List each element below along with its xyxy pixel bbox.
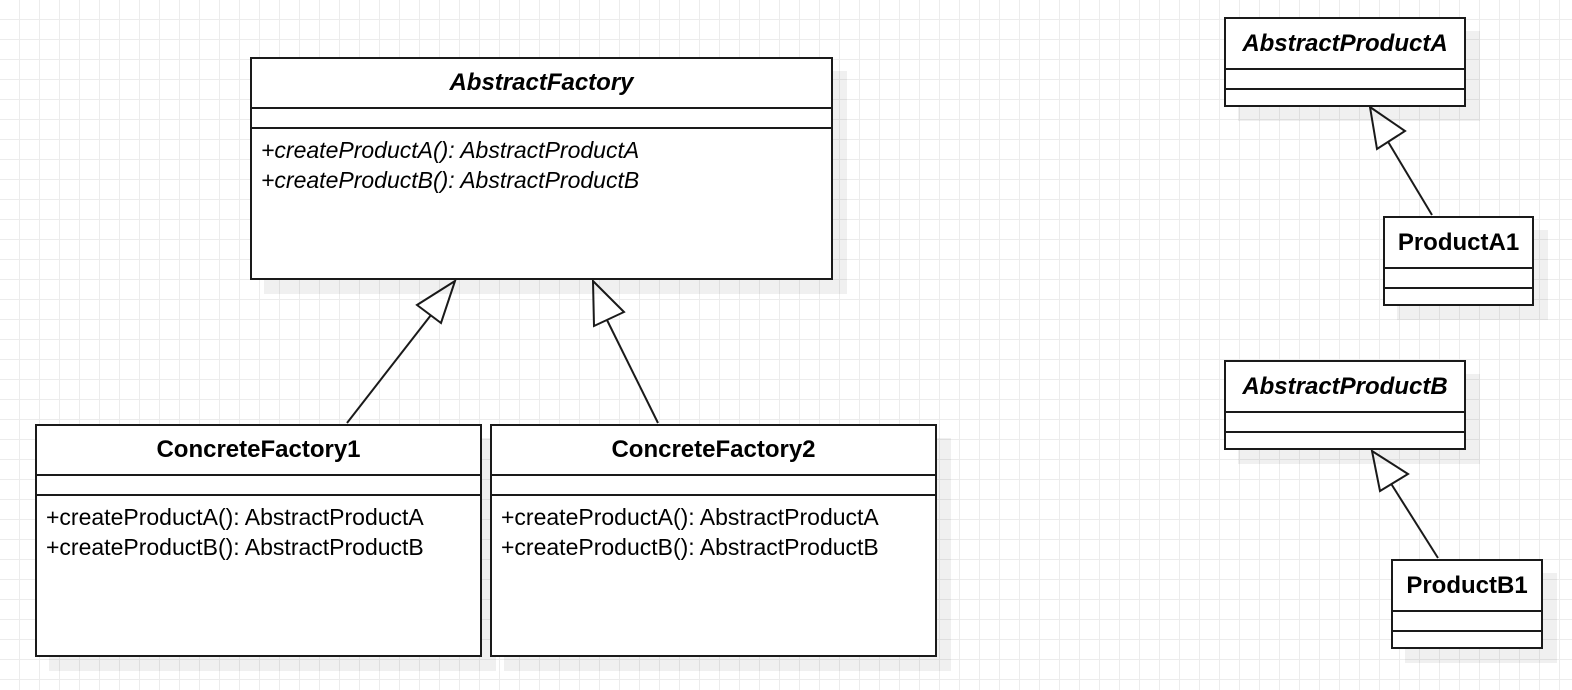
- class-methods: [1385, 289, 1532, 305]
- class-attributes: [1226, 70, 1464, 90]
- class-name: AbstractProductA: [1226, 19, 1464, 70]
- class-abstract-product-b[interactable]: AbstractProductB: [1224, 360, 1466, 450]
- method-create-product-b: +createProductB(): AbstractProductB: [46, 534, 424, 560]
- edge-concretefactory2-to-abstractfactory[interactable]: [591, 278, 659, 424]
- class-methods: [1393, 632, 1541, 648]
- edge-productb1-to-abstractproductb[interactable]: [1370, 448, 1439, 559]
- edge-producta1-to-abstractproducta[interactable]: [1368, 104, 1433, 216]
- class-attributes: [1393, 612, 1541, 632]
- class-attributes: [252, 109, 831, 129]
- class-attributes: [1226, 413, 1464, 433]
- class-product-b1[interactable]: ProductB1: [1391, 559, 1543, 649]
- class-abstract-product-a[interactable]: AbstractProductA: [1224, 17, 1466, 107]
- class-name: AbstractFactory: [252, 59, 831, 109]
- class-methods: [1226, 433, 1464, 449]
- method-create-product-a: +createProductA(): AbstractProductA: [46, 504, 424, 530]
- method-create-product-a: +createProductA(): AbstractProductA: [261, 137, 640, 163]
- class-methods: +createProductA(): AbstractProductA +cre…: [37, 496, 480, 562]
- class-concrete-factory-2[interactable]: ConcreteFactory2 +createProductA(): Abst…: [490, 424, 937, 657]
- generalization-arrowhead: [1368, 104, 1407, 151]
- generalization-arrowhead: [1370, 448, 1410, 493]
- class-attributes: [1385, 269, 1532, 289]
- class-name: ProductA1: [1385, 218, 1532, 269]
- edge-concretefactory1-to-abstractfactory[interactable]: [346, 278, 457, 424]
- class-product-a1[interactable]: ProductA1: [1383, 216, 1534, 306]
- class-name: ConcreteFactory1: [37, 426, 480, 476]
- class-name: ConcreteFactory2: [492, 426, 935, 476]
- class-concrete-factory-1[interactable]: ConcreteFactory1 +createProductA(): Abst…: [35, 424, 482, 657]
- class-methods: +createProductA(): AbstractProductA +cre…: [492, 496, 935, 562]
- class-methods: +createProductA(): AbstractProductA +cre…: [252, 129, 831, 195]
- class-methods: [1226, 90, 1464, 106]
- method-create-product-a: +createProductA(): AbstractProductA: [501, 504, 879, 530]
- class-abstract-factory[interactable]: AbstractFactory +createProductA(): Abstr…: [250, 57, 833, 280]
- class-attributes: [37, 476, 480, 496]
- class-name: ProductB1: [1393, 561, 1541, 612]
- generalization-arrowhead: [591, 278, 626, 328]
- generalization-arrowhead: [415, 278, 457, 325]
- class-name: AbstractProductB: [1226, 362, 1464, 413]
- method-create-product-b: +createProductB(): AbstractProductB: [261, 167, 640, 193]
- class-attributes: [492, 476, 935, 496]
- method-create-product-b: +createProductB(): AbstractProductB: [501, 534, 879, 560]
